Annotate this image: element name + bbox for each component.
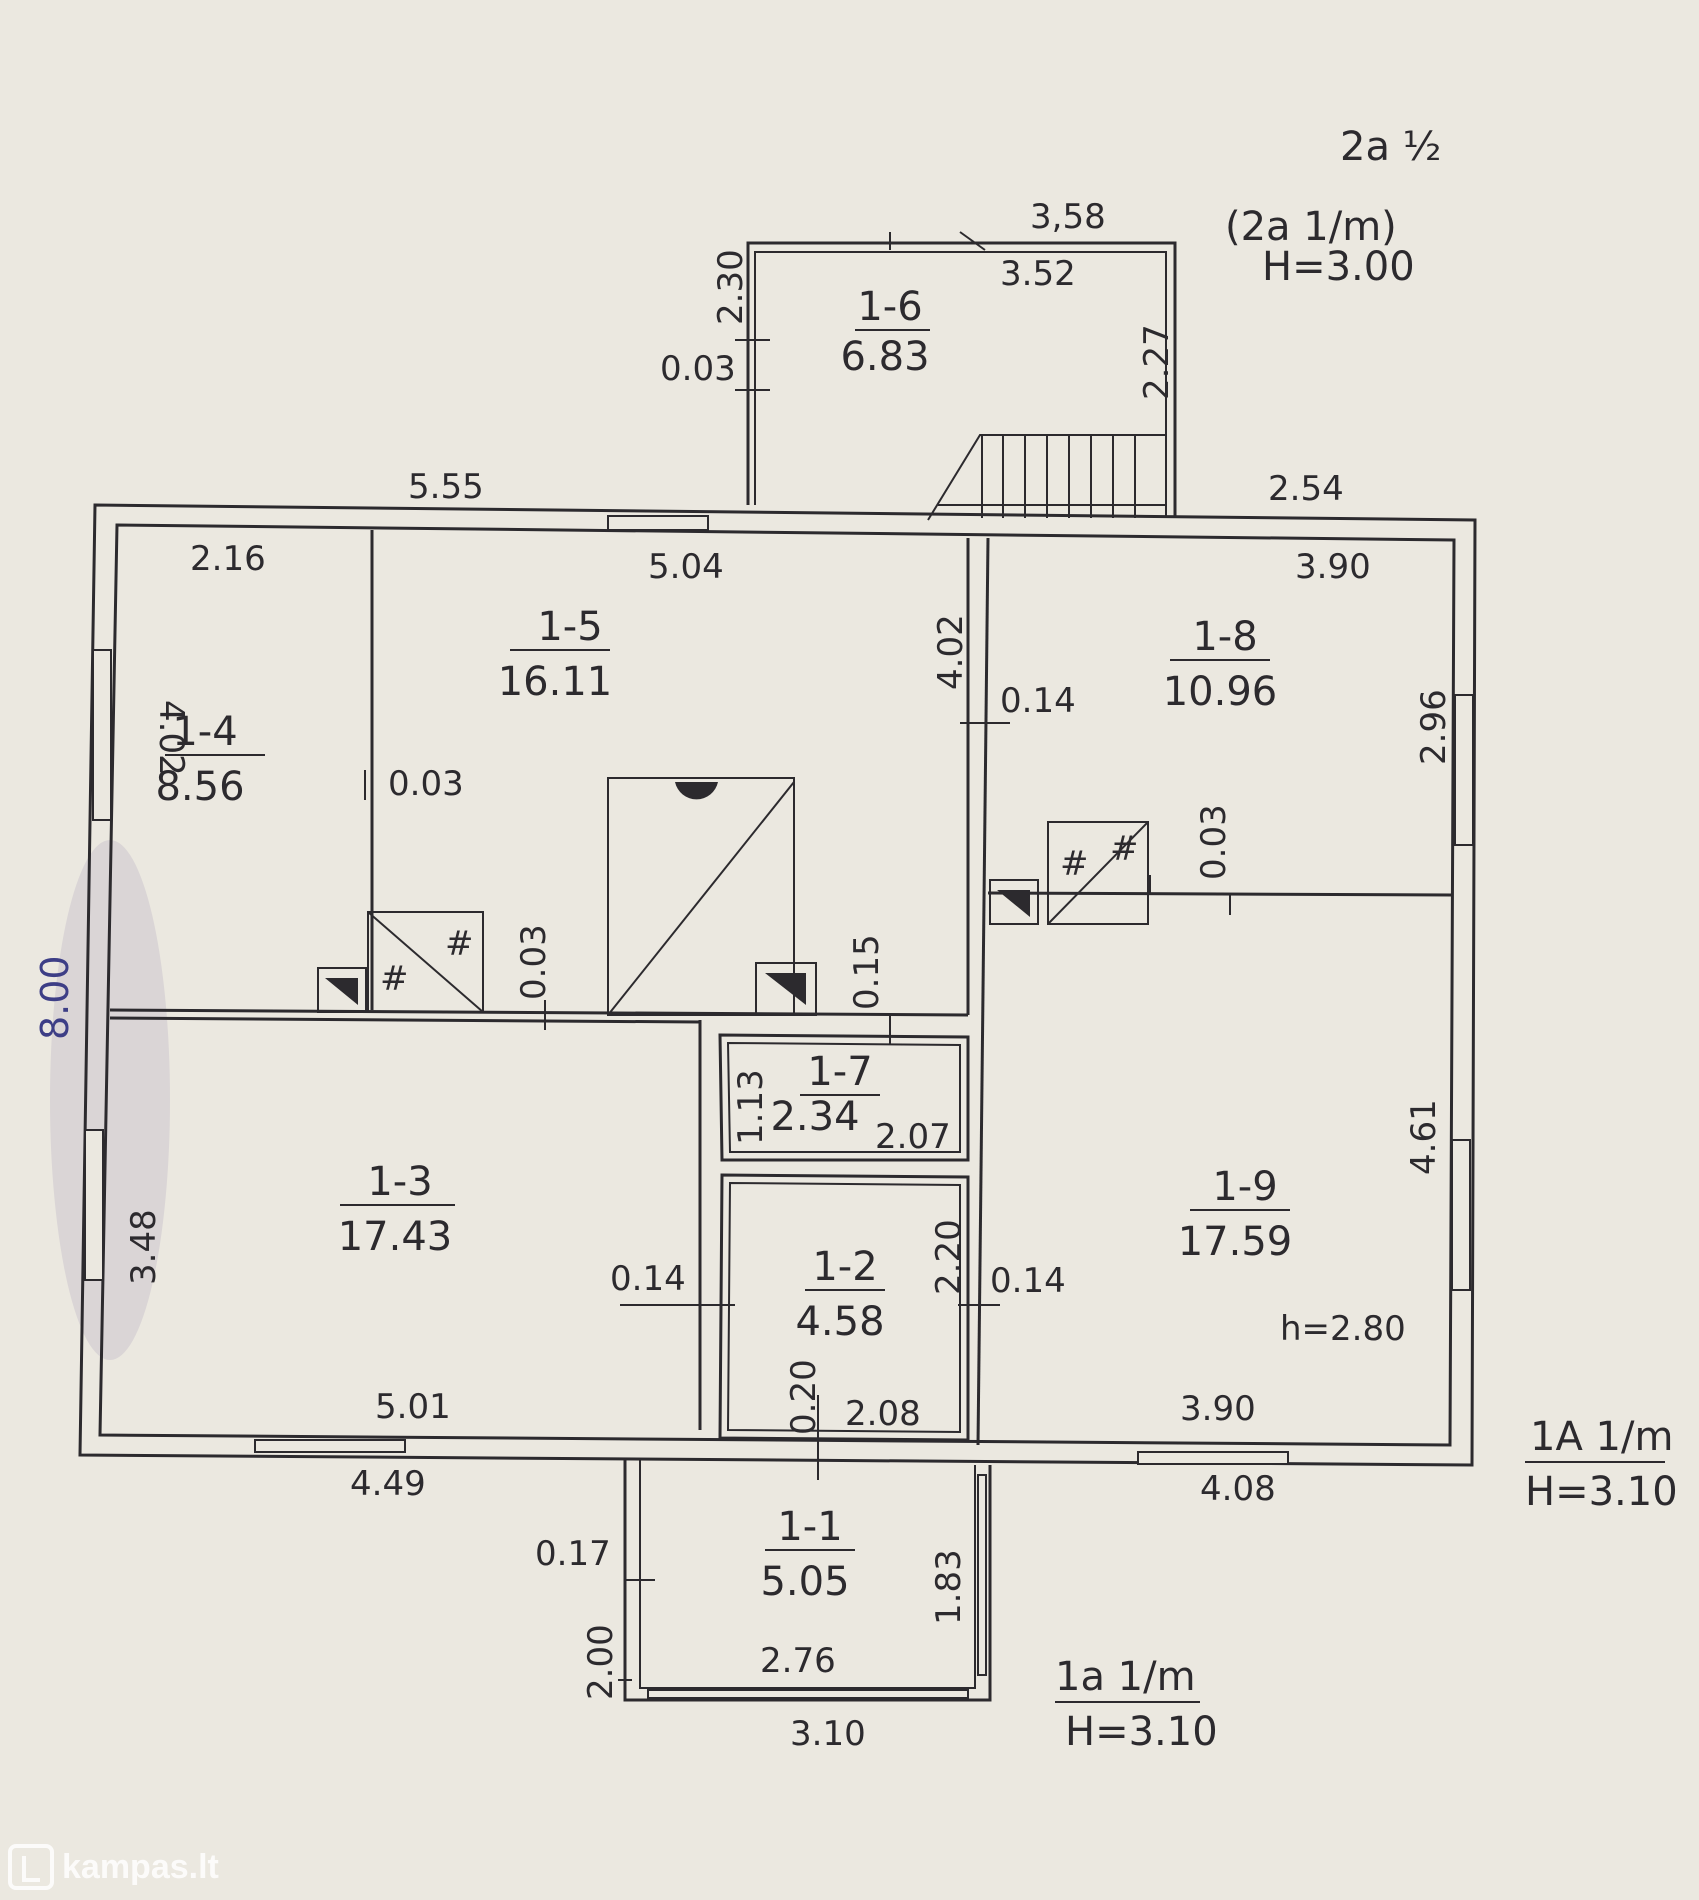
svg-text:#: # (1110, 829, 1139, 869)
svg-text:1-3: 1-3 (367, 1159, 432, 1205)
svg-text:#: # (1060, 844, 1089, 884)
svg-text:4.08: 4.08 (1200, 1469, 1276, 1509)
svg-text:5.01: 5.01 (375, 1387, 451, 1427)
windows (84, 515, 1474, 1465)
svg-text:2.08: 2.08 (845, 1394, 921, 1434)
svg-text:2.76: 2.76 (760, 1641, 836, 1681)
svg-text:2.20: 2.20 (929, 1219, 969, 1295)
room-label-1-1: 1-1 5.05 (760, 1504, 855, 1605)
svg-text:h=2.80: h=2.80 (1280, 1309, 1406, 1349)
svg-text:0.17: 0.17 (535, 1534, 611, 1574)
svg-text:0.14: 0.14 (1000, 681, 1076, 721)
svg-text:3.90: 3.90 (1295, 547, 1371, 587)
room-label-1-6: 1-6 6.83 (840, 284, 930, 380)
svg-text:2.00: 2.00 (581, 1624, 621, 1700)
interior-partitions (109, 530, 1453, 1446)
svg-text:#: # (445, 924, 474, 964)
svg-text:6.83: 6.83 (840, 334, 929, 380)
svg-text:2.54: 2.54 (1268, 469, 1344, 509)
svg-text:1-7: 1-7 (807, 1049, 872, 1095)
room-label-1-7: 1-7 2.34 (770, 1049, 880, 1140)
stove-main (607, 777, 795, 1016)
room-label-1-2: 1-2 4.58 (795, 1244, 885, 1345)
svg-text:2.27: 2.27 (1137, 324, 1177, 400)
svg-text:5.05: 5.05 (760, 1559, 849, 1605)
exterior-walls (78, 503, 1477, 1467)
svg-text:16.11: 16.11 (498, 659, 613, 705)
room-label-1-8: 1-8 10.96 (1163, 614, 1278, 715)
room-label-1-5: 1-5 16.11 (498, 604, 613, 705)
room-label-1-3: 1-3 17.43 (338, 1159, 455, 1260)
svg-text:17.43: 17.43 (338, 1214, 453, 1260)
ink-stain (50, 840, 170, 1360)
svg-text:4.49: 4.49 (350, 1464, 426, 1504)
svg-text:3.90: 3.90 (1180, 1389, 1256, 1429)
svg-text:3,58: 3,58 (1030, 197, 1106, 237)
svg-text:4.02: 4.02 (151, 700, 191, 776)
svg-text:5.04: 5.04 (648, 547, 724, 587)
kampas-logo-icon (8, 1844, 54, 1890)
svg-text:0.20: 0.20 (784, 1359, 824, 1435)
svg-text:1-5: 1-5 (537, 604, 602, 650)
watermark-text: kampas.lt (62, 1847, 219, 1886)
kampas-watermark: kampas.lt (8, 1844, 219, 1890)
svg-text:4.58: 4.58 (795, 1299, 884, 1345)
room-label-1-9: 1-9 17.59 (1178, 1164, 1293, 1265)
svg-text:1-9: 1-9 (1212, 1164, 1277, 1210)
svg-text:0.15: 0.15 (847, 934, 887, 1010)
svg-text:H=3.10: H=3.10 (1525, 1469, 1678, 1515)
svg-text:1-2: 1-2 (812, 1244, 877, 1290)
svg-text:3.10: 3.10 (790, 1714, 866, 1754)
svg-text:1-4: 1-4 (172, 709, 237, 755)
svg-text:2.30: 2.30 (711, 249, 751, 325)
svg-text:3.52: 3.52 (1000, 254, 1076, 294)
svg-text:1A 1/m: 1A 1/m (1530, 1414, 1673, 1460)
svg-text:2.96: 2.96 (1414, 689, 1454, 765)
svg-text:1-8: 1-8 (1192, 614, 1257, 660)
svg-text:2.16: 2.16 (190, 539, 266, 579)
svg-text:1.13: 1.13 (731, 1069, 771, 1145)
svg-text:2.07: 2.07 (875, 1117, 951, 1157)
svg-text:3.48: 3.48 (124, 1209, 164, 1285)
svg-text:1.83: 1.83 (929, 1549, 969, 1625)
svg-text:1a 1/m: 1a 1/m (1055, 1654, 1196, 1700)
svg-text:10.96: 10.96 (1163, 669, 1278, 715)
stove-1-8: # # (989, 821, 1149, 925)
svg-text:8.56: 8.56 (155, 764, 244, 810)
stairs (927, 434, 1166, 521)
svg-text:0.03: 0.03 (660, 349, 736, 389)
svg-text:4.02: 4.02 (931, 614, 971, 690)
svg-text:0.14: 0.14 (990, 1261, 1066, 1301)
svg-text:2a ½: 2a ½ (1340, 124, 1441, 170)
svg-text:2.34: 2.34 (770, 1094, 859, 1140)
svg-text:4.61: 4.61 (1404, 1099, 1444, 1175)
room-label-1-4: 1-4 8.56 (155, 709, 265, 810)
svg-text:0.03: 0.03 (1194, 804, 1234, 880)
floor-notes: 2a ½ (2a 1/m) H=3.00 1A 1/m H=3.10 1a 1/… (1055, 124, 1678, 1755)
annex-1-6-walls (746, 231, 1177, 518)
svg-text:17.59: 17.59 (1178, 1219, 1293, 1265)
svg-text:H=3.10: H=3.10 (1065, 1709, 1218, 1755)
stove-1-4: # # (317, 911, 484, 1013)
chimney-1-5 (755, 962, 817, 1016)
dimension-ticks (364, 339, 1231, 1681)
svg-text:#: # (380, 959, 409, 999)
svg-text:5.55: 5.55 (408, 467, 484, 507)
svg-text:0.03: 0.03 (388, 764, 464, 804)
dimension-labels: 3,58 3.52 2.30 0.03 2.27 5.55 2.54 2.16 … (124, 197, 1454, 1754)
svg-text:0.14: 0.14 (610, 1259, 686, 1299)
svg-text:1-6: 1-6 (857, 284, 922, 330)
svg-text:(2a 1/m): (2a 1/m) (1225, 204, 1397, 250)
overall-depth-label: 8.00 (33, 955, 77, 1040)
svg-text:H=3.00: H=3.00 (1262, 244, 1415, 290)
svg-text:1-1: 1-1 (777, 1504, 842, 1550)
svg-text:0.03: 0.03 (514, 924, 554, 1000)
